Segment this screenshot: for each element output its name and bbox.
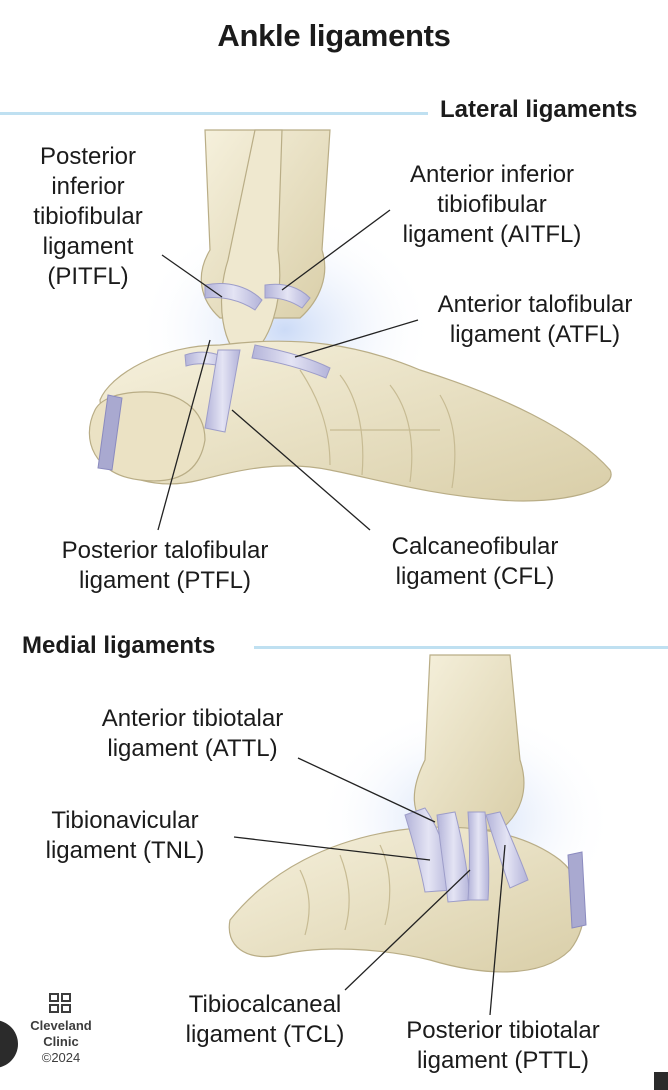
label-tcl: Tibiocalcaneal ligament (TCL) (185, 991, 345, 1048)
copyright: ©2024 (41, 1050, 81, 1065)
logo-text: Cleveland Clinic ©2024 (18, 1018, 104, 1066)
cleveland-clinic-logo-icon (49, 993, 71, 1013)
label-cfl: Calcaneofibular ligament (CFL) (391, 533, 559, 590)
logo-line2: Clinic (43, 1034, 79, 1049)
label-pitfl: Posterior inferior tibiofibular ligament… (33, 143, 143, 290)
label-attl: Anterior tibiotalar ligament (ATTL) (101, 705, 284, 762)
logo-line1: Cleveland (30, 1018, 92, 1033)
label-aitfl: Anterior inferior tibiofibular ligament … (402, 161, 582, 248)
diagram-title: Ankle ligaments (217, 18, 451, 53)
corner-badge (654, 1072, 668, 1090)
lateral-ankle-drawing (88, 129, 612, 502)
medial-ankle-drawing (228, 654, 615, 973)
lateral-heading-rule (0, 112, 428, 115)
medial-heading: Medial ligaments (22, 632, 216, 659)
label-ptfl: Posterior talofibular ligament (PTFL) (61, 537, 269, 594)
label-pttl: Posterior tibiotalar ligament (PTTL) (406, 1017, 600, 1074)
lateral-heading: Lateral ligaments (440, 96, 638, 123)
label-tnl: Tibionavicular ligament (TNL) (45, 807, 205, 864)
label-atfl: Anterior talofibular ligament (ATFL) (437, 291, 633, 348)
leader-lines (157, 209, 506, 1016)
decorative-circle-edge (0, 1020, 18, 1068)
medial-heading-rule (254, 646, 668, 649)
